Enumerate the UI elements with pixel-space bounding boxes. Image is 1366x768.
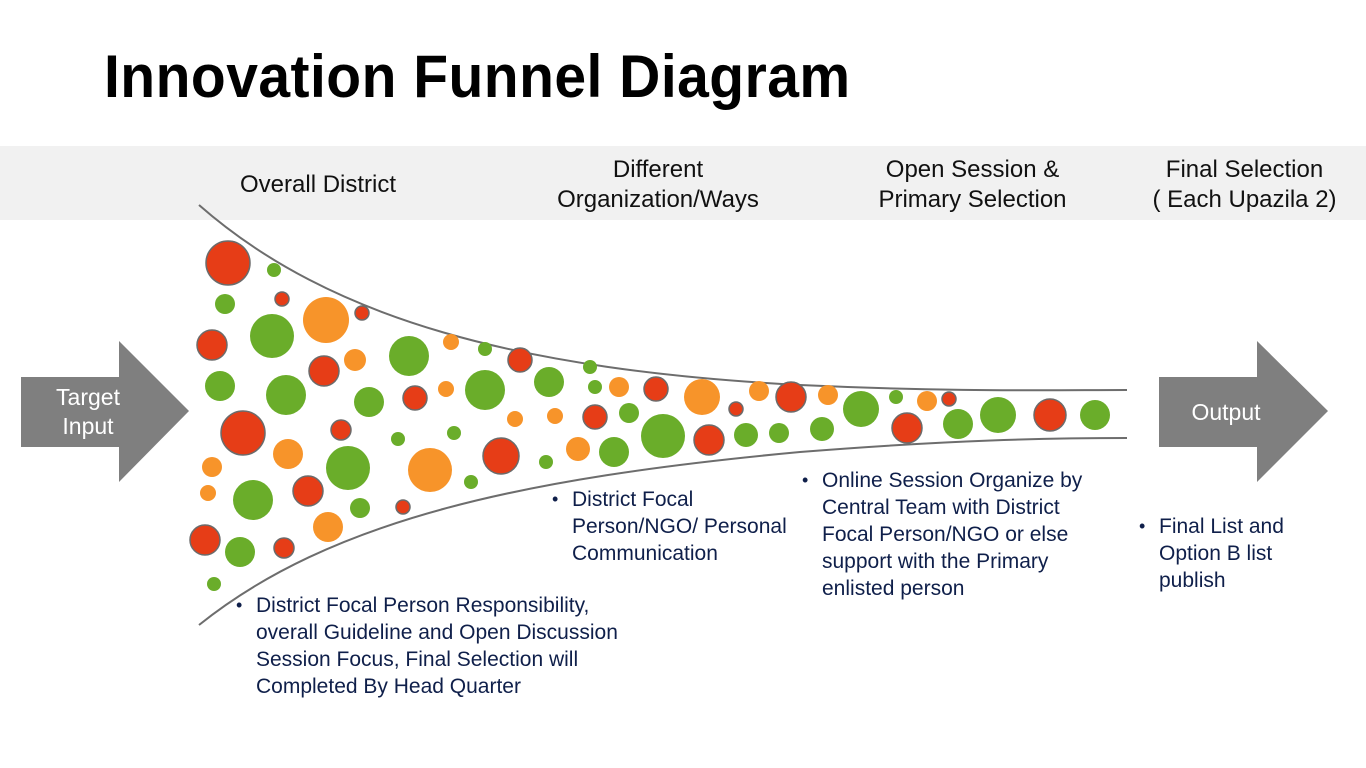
green-bubble [267,263,281,277]
note-final-selection: Final List and Option B list publish [1139,513,1314,594]
red-bubble [643,376,669,402]
orange-bubble [344,349,366,371]
green-bubble [534,367,564,397]
note-overall-district: District Focal Person Responsibility, ov… [236,592,626,700]
bubble-group [189,240,1110,591]
red-bubble [728,401,744,417]
red-bubble [941,391,957,407]
note-open-session: Online Session Organize by Central Team … [802,467,1112,602]
input-arrow-icon [21,341,189,482]
orange-bubble [818,385,838,405]
orange-bubble [917,391,937,411]
orange-bubble [443,334,459,350]
green-bubble [215,294,235,314]
red-bubble [189,524,221,556]
green-bubble [583,360,597,374]
red-bubble [273,537,295,559]
orange-bubble [507,411,523,427]
note-different-organization: District Focal Person/NGO/ Personal Comm… [552,486,812,567]
output-arrow-icon [1159,341,1328,482]
page-title: Innovation Funnel Diagram [104,43,851,110]
orange-bubble [408,448,452,492]
bullet-item: Final List and Option B list publish [1139,513,1314,594]
green-bubble [350,498,370,518]
green-bubble [769,423,789,443]
green-bubble [588,380,602,394]
bullet-item: District Focal Person Responsibility, ov… [236,592,626,700]
orange-bubble [202,457,222,477]
green-bubble [250,314,294,358]
green-bubble [943,409,973,439]
red-bubble [354,305,370,321]
orange-bubble [566,437,590,461]
green-bubble [1080,400,1110,430]
green-bubble [599,437,629,467]
green-bubble [391,432,405,446]
orange-bubble [684,379,720,415]
stage-label-overall-district: Overall District [240,171,397,198]
green-bubble [641,414,685,458]
green-bubble [207,577,221,591]
orange-bubble [273,439,303,469]
green-bubble [980,397,1016,433]
red-bubble [205,240,251,286]
green-bubble [326,446,370,490]
orange-bubble [438,381,454,397]
orange-bubble [313,512,343,542]
green-bubble [354,387,384,417]
output-arrow-label: Output [1191,399,1261,425]
green-bubble [266,375,306,415]
orange-bubble [749,381,769,401]
green-bubble [810,417,834,441]
orange-bubble [303,297,349,343]
funnel-bottom-curve [198,437,1128,626]
bullet-item: Online Session Organize by Central Team … [802,467,1112,602]
red-bubble [395,499,411,515]
green-bubble [233,480,273,520]
red-bubble [402,385,428,411]
red-bubble [330,419,352,441]
green-bubble [619,403,639,423]
red-bubble [308,355,340,387]
green-bubble [447,426,461,440]
green-bubble [464,475,478,489]
green-bubble [205,371,235,401]
orange-bubble [547,408,563,424]
green-bubble [889,390,903,404]
red-bubble [1033,398,1067,432]
red-bubble [482,437,520,475]
green-bubble [843,391,879,427]
red-bubble [292,475,324,507]
red-bubble [582,404,608,430]
green-bubble [478,342,492,356]
green-bubble [389,336,429,376]
orange-bubble [200,485,216,501]
funnel-top-curve [198,204,1128,392]
orange-bubble [609,377,629,397]
red-bubble [775,381,807,413]
stage-label-final-selection: Final Selection( Each Upazila 2) [1152,156,1337,213]
red-bubble [196,329,228,361]
red-bubble [274,291,290,307]
green-bubble [539,455,553,469]
red-bubble [693,424,725,456]
green-bubble [225,537,255,567]
red-bubble [220,410,266,456]
stage-header-band [0,146,1366,220]
red-bubble [507,347,533,373]
bullet-item: District Focal Person/NGO/ Personal Comm… [552,486,812,567]
green-bubble [734,423,758,447]
red-bubble [891,412,923,444]
stage-label-open-session: Open Session &Primary Selection [878,156,1067,213]
green-bubble [465,370,505,410]
